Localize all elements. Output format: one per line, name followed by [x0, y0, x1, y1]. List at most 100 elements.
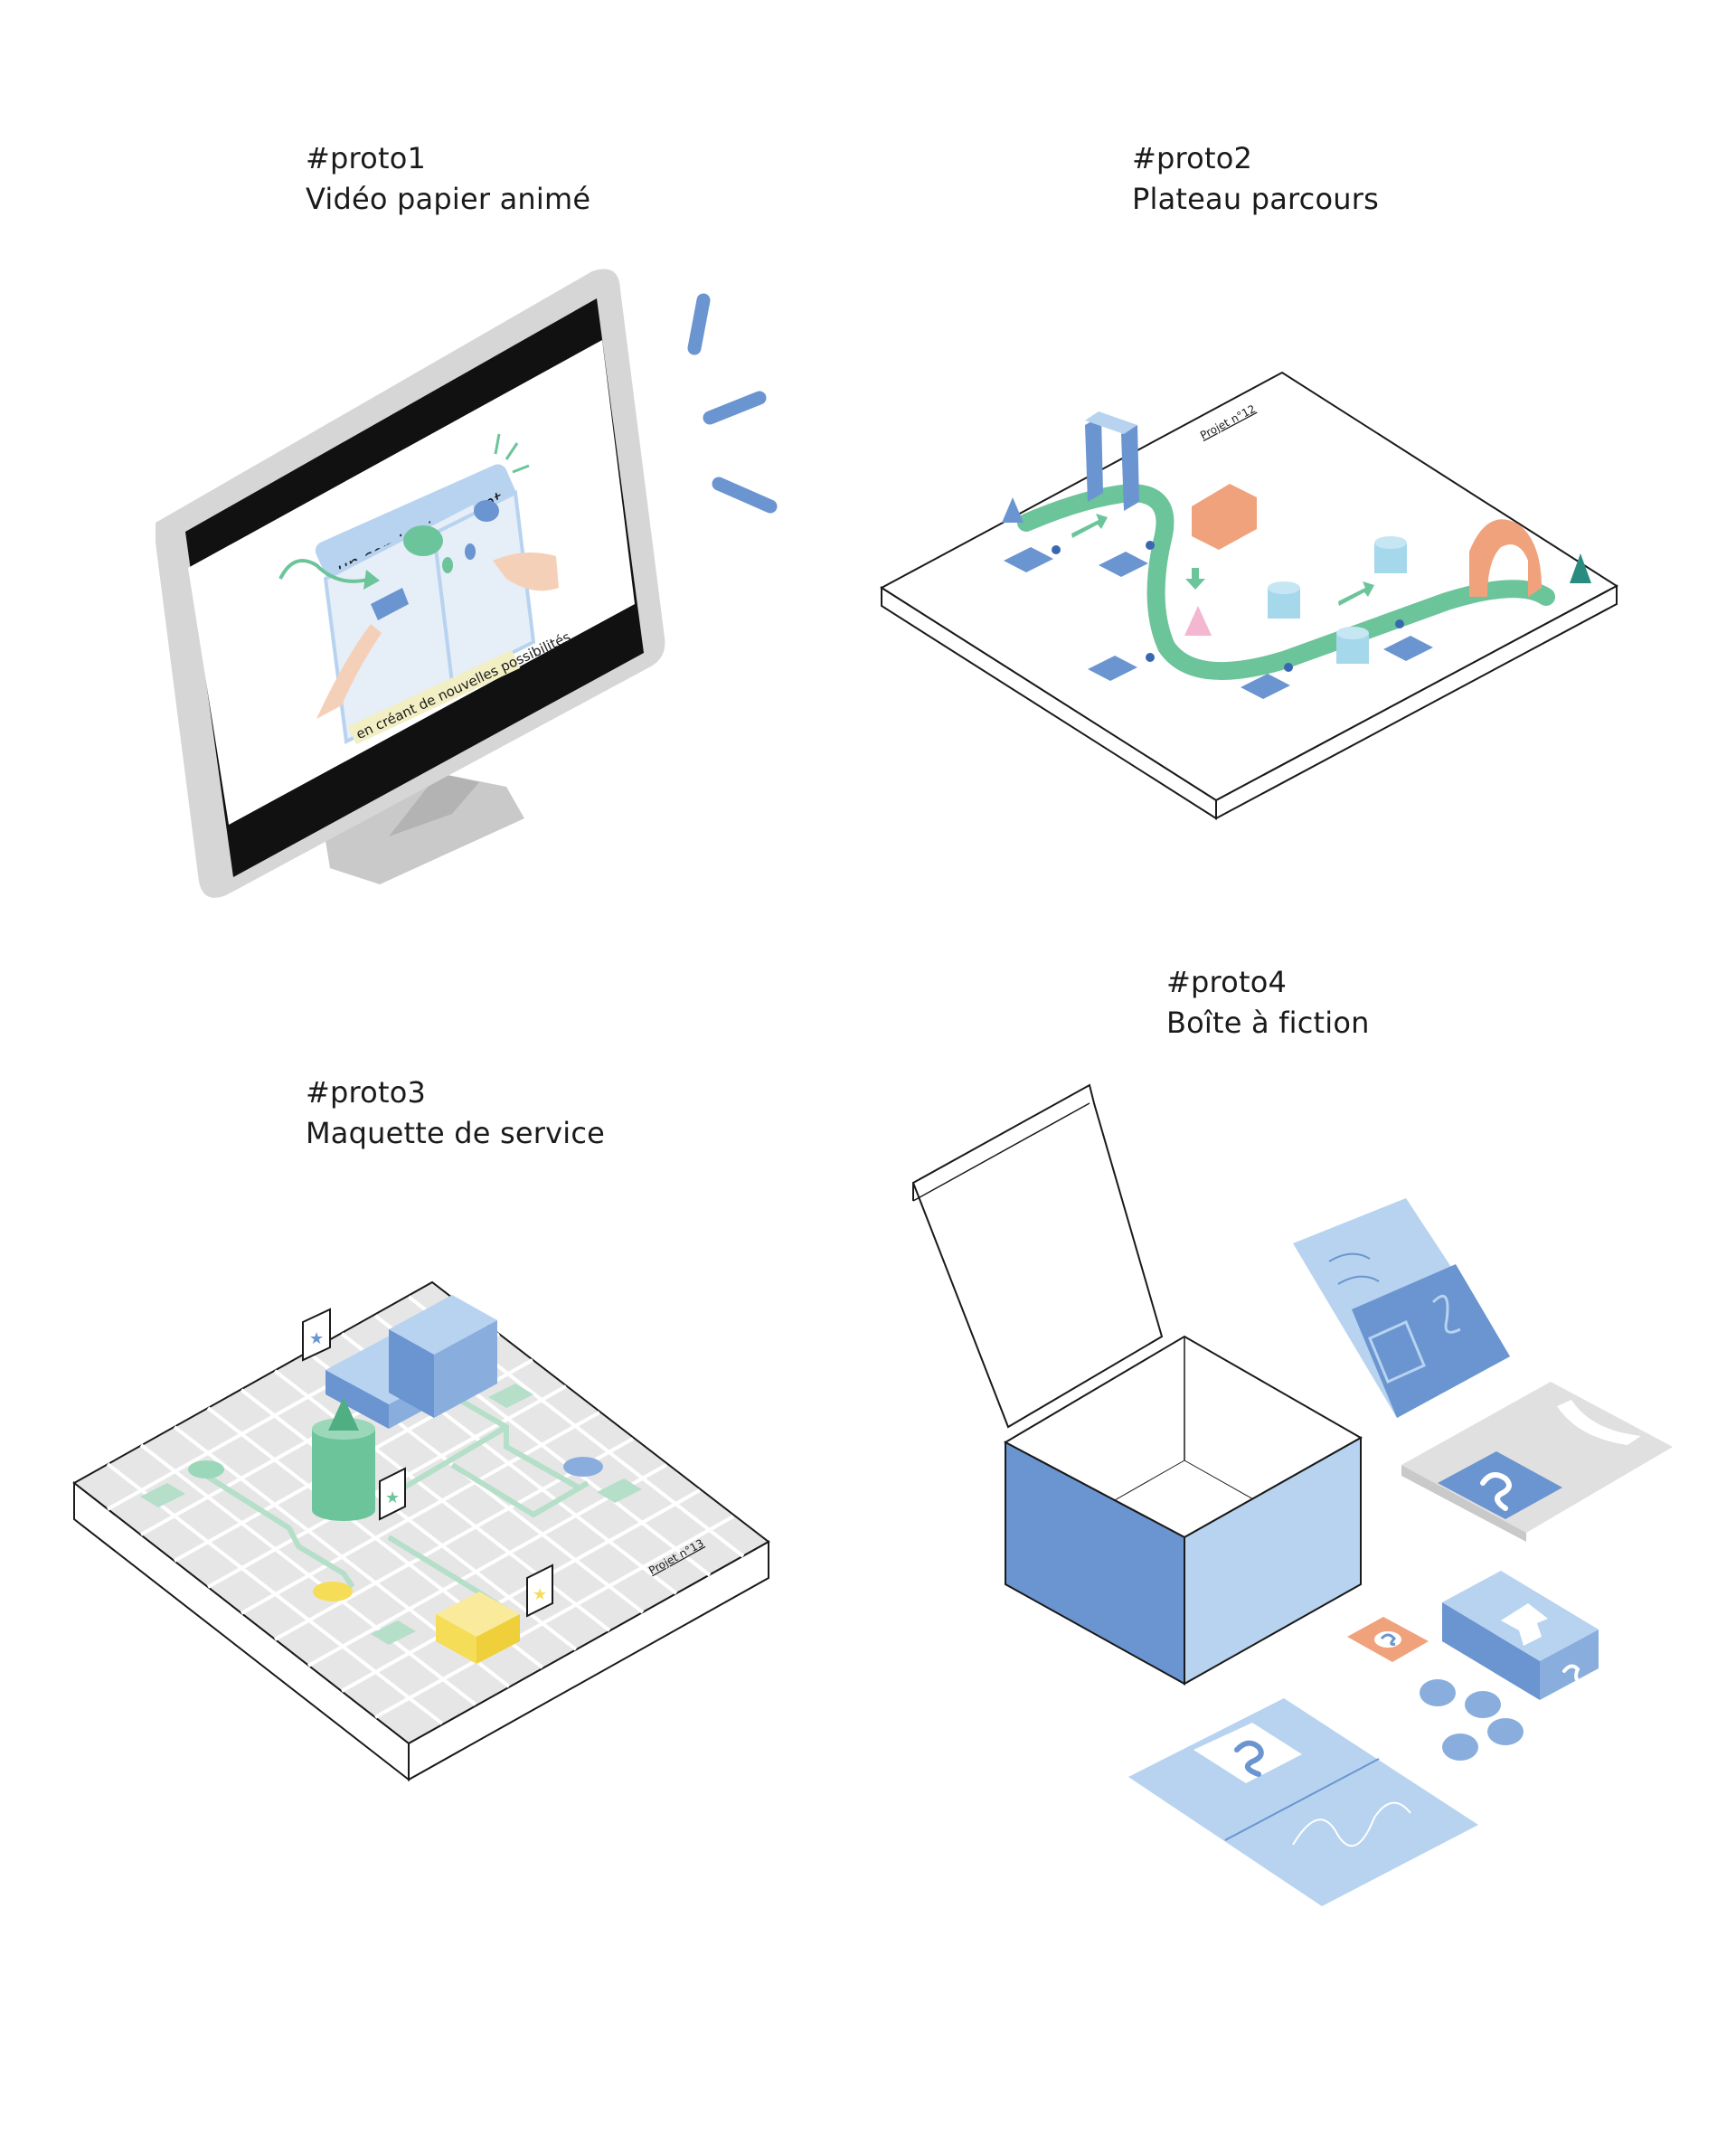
board-dot: [1284, 663, 1293, 672]
proto2-caption: #proto2 Plateau parcours: [1132, 138, 1379, 220]
spark-line: [494, 433, 501, 455]
star-flag-green: [379, 1467, 406, 1521]
board-dot: [1052, 545, 1061, 554]
map-symbol: [1431, 1294, 1461, 1334]
star-flag-yellow: [526, 1563, 553, 1618]
blue-cone: [1002, 497, 1024, 523]
service-note: [488, 1384, 533, 1408]
service-note: [597, 1478, 642, 1503]
logo-mark: [1234, 1740, 1264, 1777]
service-link: [450, 1462, 590, 1518]
leaflet-card: [1194, 1723, 1302, 1783]
green-arrow: [1338, 581, 1374, 606]
logo-mark: [1562, 1664, 1582, 1686]
speech-bubble-green: [403, 525, 443, 556]
leaflet-scribble: [1292, 1801, 1411, 1847]
board-card: [1099, 552, 1148, 577]
monitor-stand: [326, 773, 524, 884]
proto2-tag: #proto2: [1132, 141, 1253, 175]
board-card: [1088, 656, 1137, 681]
service-link: [387, 1424, 508, 1499]
blue-package-left: [1442, 1602, 1540, 1700]
blue-blocks-upper-right: [434, 1320, 497, 1418]
proto4-caption: #proto4 Boîte à fiction: [1166, 962, 1370, 1044]
mockup-side-right: [408, 1540, 769, 1781]
map-wave: [1337, 1275, 1380, 1285]
proto1-title: Vidéo papier animé: [306, 182, 591, 216]
hand-left: [316, 624, 382, 719]
star-icon: ★: [309, 1329, 324, 1348]
blue-blocks-upper-top: [389, 1295, 497, 1355]
orange-arch: [1469, 519, 1542, 597]
cyan-cylinder-top: [1268, 581, 1300, 594]
box-front-right: [1184, 1436, 1362, 1686]
speech-bubble-blue: [474, 500, 499, 522]
board-dot: [1395, 619, 1404, 628]
monitor-stand-neck: [389, 773, 479, 836]
board-dot: [1146, 653, 1155, 662]
grey-pouch: [1401, 1382, 1673, 1533]
hand-right: [493, 553, 559, 591]
green-cone: [328, 1397, 359, 1431]
pink-cone: [1184, 606, 1212, 636]
board-card: [1383, 636, 1433, 661]
person-icon-green: [442, 557, 453, 573]
cyan-cylinder-top: [1374, 536, 1407, 549]
board-side-right: [1215, 584, 1618, 820]
service-link: [202, 1471, 355, 1589]
logo-mark: [1380, 1633, 1396, 1646]
blue-pebble: [1465, 1691, 1501, 1718]
pouch-logo-badge: [1438, 1451, 1562, 1519]
board-dot: [1146, 541, 1155, 550]
green-arrow-down: [1185, 568, 1205, 590]
blue-pebble: [1420, 1679, 1456, 1706]
green-cylinder-bottom: [312, 1499, 375, 1521]
person-icon-blue: [465, 543, 476, 560]
car-icon: [371, 588, 409, 620]
green-arrow: [1071, 514, 1108, 538]
proto1-tag: #proto1: [306, 141, 427, 175]
blue-package-right: [1540, 1630, 1599, 1700]
star-icon: ★: [385, 1488, 400, 1507]
box-lid-edge: [912, 1102, 1090, 1202]
yellow-blocks-right: [476, 1614, 520, 1664]
star-flag-blue: [302, 1308, 331, 1362]
blue-pebble: [1487, 1718, 1524, 1745]
blue-gate-top: [1085, 411, 1137, 434]
box-lid: [911, 1083, 1164, 1429]
yellow-blocks-left: [436, 1614, 476, 1664]
sound-stroke: [703, 391, 767, 425]
service-note: [140, 1483, 185, 1507]
proto1-monitor-illustration: un service innovant en créant de nouvell…: [156, 269, 778, 898]
logo-mark: [1480, 1472, 1512, 1511]
green-cylinder: [312, 1429, 375, 1510]
blue-blocks-upper-left: [389, 1329, 434, 1418]
blue-blocks-left: [326, 1370, 389, 1429]
blue-pebble: [1442, 1734, 1478, 1761]
green-token: [188, 1460, 224, 1478]
proto1-caption: #proto1 Vidéo papier animé: [306, 138, 590, 220]
teal-cone: [1570, 553, 1591, 583]
sound-stroke: [712, 477, 778, 514]
headline-box: [315, 464, 517, 581]
star-icon: ★: [533, 1585, 547, 1604]
sound-stroke: [687, 293, 711, 355]
proto4-box-illustration: [911, 1083, 1673, 1906]
package-arrow: [1501, 1603, 1548, 1646]
proto2-title: Plateau parcours: [1132, 182, 1379, 216]
pouch-collar: [1557, 1400, 1641, 1445]
board-card: [1004, 547, 1053, 572]
blue-gate-right: [1121, 425, 1139, 511]
screen-arrow-path: [278, 559, 372, 583]
subtitle-box: [347, 649, 521, 745]
proto3-caption: #proto3 Maquette de service: [306, 1072, 605, 1154]
blue-token: [563, 1457, 603, 1477]
blue-gate-left: [1085, 416, 1103, 502]
spark-line: [505, 442, 519, 460]
grey-pouch-edge: [1401, 1465, 1526, 1542]
proto4-title: Boîte à fiction: [1166, 1006, 1370, 1040]
factory-icon: [1192, 484, 1257, 550]
leaflet: [1128, 1698, 1478, 1906]
yellow-blocks-top: [436, 1592, 520, 1637]
